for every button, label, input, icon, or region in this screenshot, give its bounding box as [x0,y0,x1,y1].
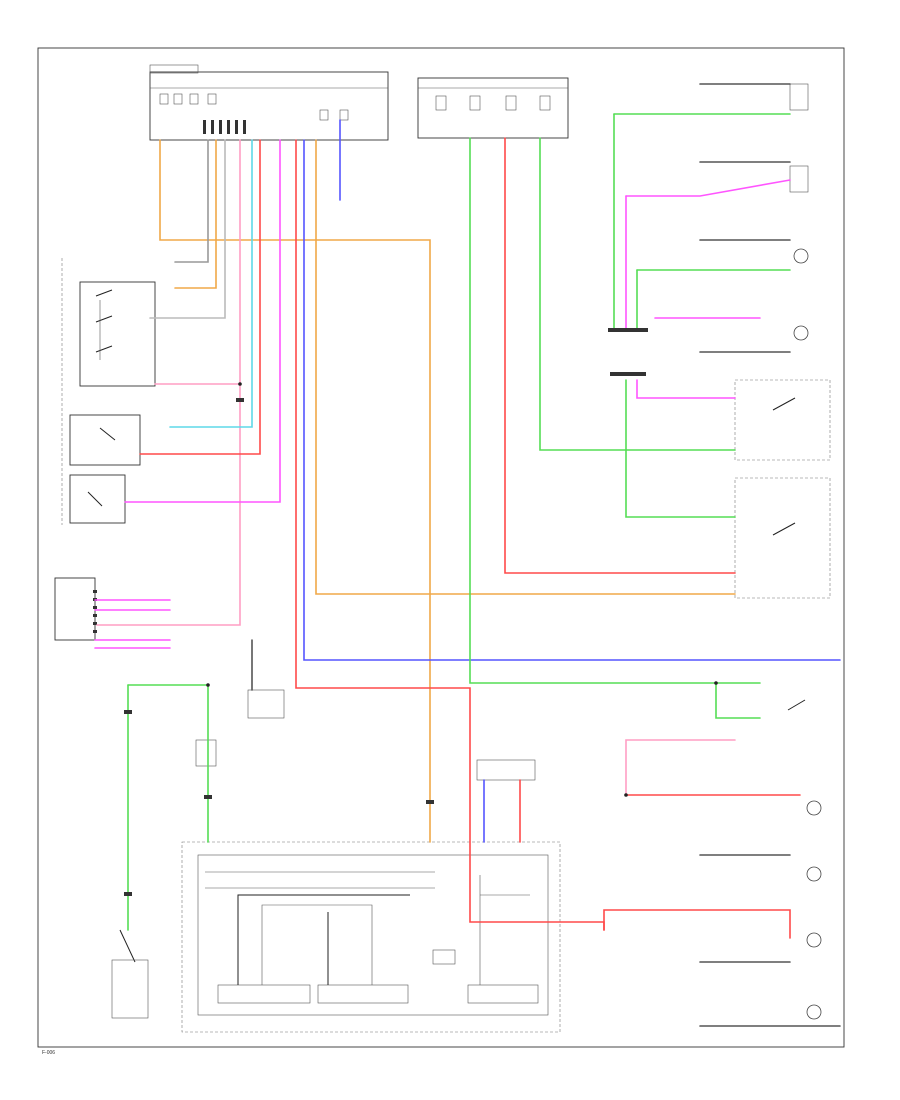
splice-points [206,328,718,797]
control-module [181,689,561,1033]
parking-brake-switch [111,929,149,1019]
switch-panel [61,258,156,525]
wire-harness [94,83,841,1027]
inline-connectors [124,328,648,896]
fuse-box-left [149,64,389,141]
footer-code: F-006 [42,1050,55,1056]
combination-switch [54,577,97,641]
fuse-box-right [417,77,569,139]
lamp-column [734,83,831,1020]
diagram-frame [37,47,845,1048]
